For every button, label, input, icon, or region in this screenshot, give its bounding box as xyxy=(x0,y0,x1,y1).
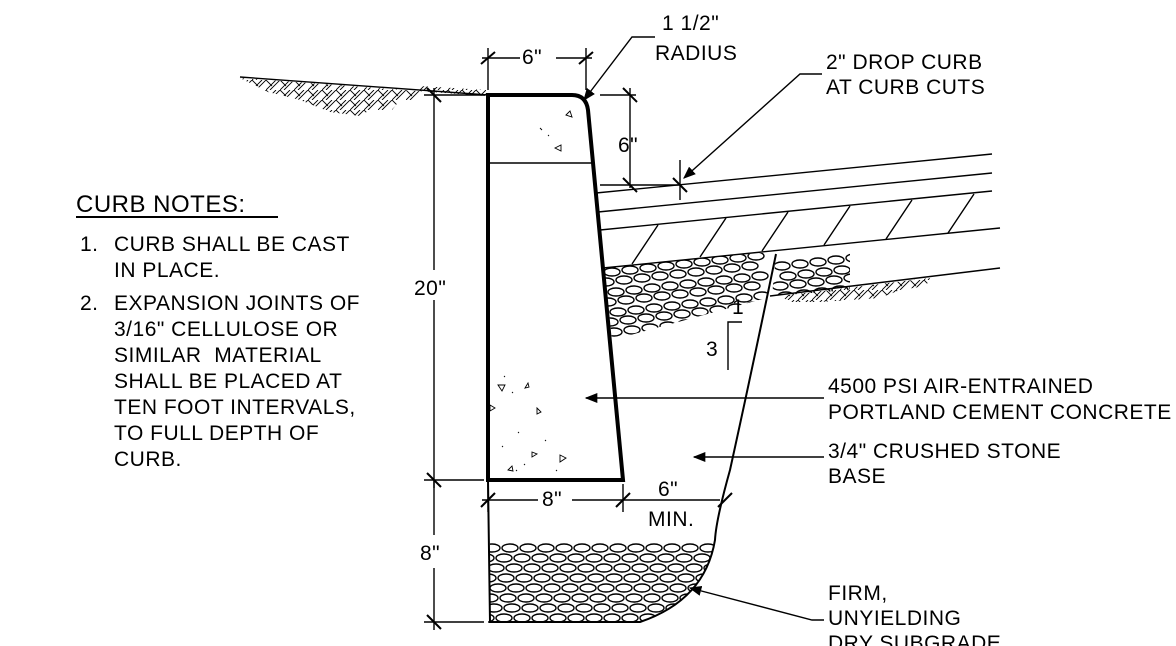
dimension-bottom-width: 8" xyxy=(480,484,733,512)
svg-text:8": 8" xyxy=(542,488,562,511)
svg-text:2" DROP CURB: 2" DROP CURB xyxy=(826,51,983,74)
callout-drop-curb: 2" DROP CURB AT CURB CUTS xyxy=(683,51,985,179)
note-1-line-2: IN PLACE. xyxy=(114,259,220,282)
slope-run-label: 3 xyxy=(706,338,718,361)
svg-text:AT CURB CUTS: AT CURB CUTS xyxy=(826,76,985,99)
callouts: 2" DROP CURB AT CURB CUTS 4500 PSI AIR-E… xyxy=(584,51,1172,646)
concrete-aggregate xyxy=(489,110,573,472)
svg-text:8": 8" xyxy=(420,542,440,565)
callout-stone: 3/4" CRUSHED STONE BASE xyxy=(692,440,1061,488)
note-2-line-5: TEN FOOT INTERVALS, xyxy=(114,396,356,419)
callout-subgrade: FIRM, UNYIELDING DRY SUBGRADE xyxy=(688,582,1001,646)
note-2-line-4: SHALL BE PLACED AT xyxy=(114,370,342,393)
svg-text:1 1/2": 1 1/2" xyxy=(662,12,719,35)
stone-base-outline xyxy=(487,253,777,623)
svg-text:MIN.: MIN. xyxy=(648,508,694,531)
svg-text:DRY SUBGRADE: DRY SUBGRADE xyxy=(828,632,1001,646)
svg-text:6": 6" xyxy=(522,46,542,69)
dimension-base-depth: 8" xyxy=(420,480,484,630)
existing-ground-hatch xyxy=(239,76,489,116)
svg-text:4500 PSI AIR-ENTRAINED: 4500 PSI AIR-ENTRAINED xyxy=(828,375,1093,398)
crushed-stone-base xyxy=(487,245,850,623)
svg-text:20": 20" xyxy=(414,277,446,300)
pavement xyxy=(595,153,1001,302)
svg-text:3/4" CRUSHED STONE: 3/4" CRUSHED STONE xyxy=(828,440,1061,463)
note-2-line-3: SIMILAR MATERIAL xyxy=(114,344,322,367)
slope-indicator: 1 3 xyxy=(706,296,744,370)
pavement-base-hatch xyxy=(631,193,975,265)
svg-text:6": 6" xyxy=(658,478,678,501)
dimension-drop: 6" xyxy=(600,87,688,200)
note-2-number: 2. xyxy=(80,292,99,315)
note-2-line-7: CURB. xyxy=(114,448,182,471)
svg-text:BASE: BASE xyxy=(828,465,886,488)
svg-text:UNYIELDING: UNYIELDING xyxy=(828,607,961,630)
dimension-radius: 1 1/2" RADIUS xyxy=(583,12,737,102)
note-2-line-1: EXPANSION JOINTS OF xyxy=(114,292,360,315)
note-1-line-1: CURB SHALL BE CAST xyxy=(114,233,350,256)
svg-text:6": 6" xyxy=(618,134,638,157)
stone-pebbles-top xyxy=(604,252,771,337)
note-1-number: 1. xyxy=(80,233,99,256)
concrete-curb xyxy=(486,93,626,482)
dimension-height: 20" xyxy=(414,87,484,488)
curb-outline xyxy=(486,93,626,482)
svg-text:PORTLAND CEMENT CONCRETE: PORTLAND CEMENT CONCRETE xyxy=(828,401,1172,424)
stone-pebbles-bottom xyxy=(490,543,715,622)
callout-concrete: 4500 PSI AIR-ENTRAINED PORTLAND CEMENT C… xyxy=(584,375,1172,424)
dimension-min: 6" MIN. xyxy=(648,478,694,531)
slope-rise-label: 1 xyxy=(732,296,744,319)
dimension-top-width: 6" xyxy=(480,46,594,90)
svg-text:FIRM,: FIRM, xyxy=(828,582,888,605)
notes-title: CURB NOTES: xyxy=(76,191,246,218)
note-2-line-6: TO FULL DEPTH OF xyxy=(114,422,319,445)
dimensions: 6" 1 1/2" RADIUS 20" 8" xyxy=(414,12,737,630)
note-2-line-2: 3/16" CELLULOSE OR xyxy=(114,318,338,341)
svg-text:RADIUS: RADIUS xyxy=(655,42,737,65)
curb-notes: CURB NOTES: 1. CURB SHALL BE CAST IN PLA… xyxy=(76,191,360,471)
